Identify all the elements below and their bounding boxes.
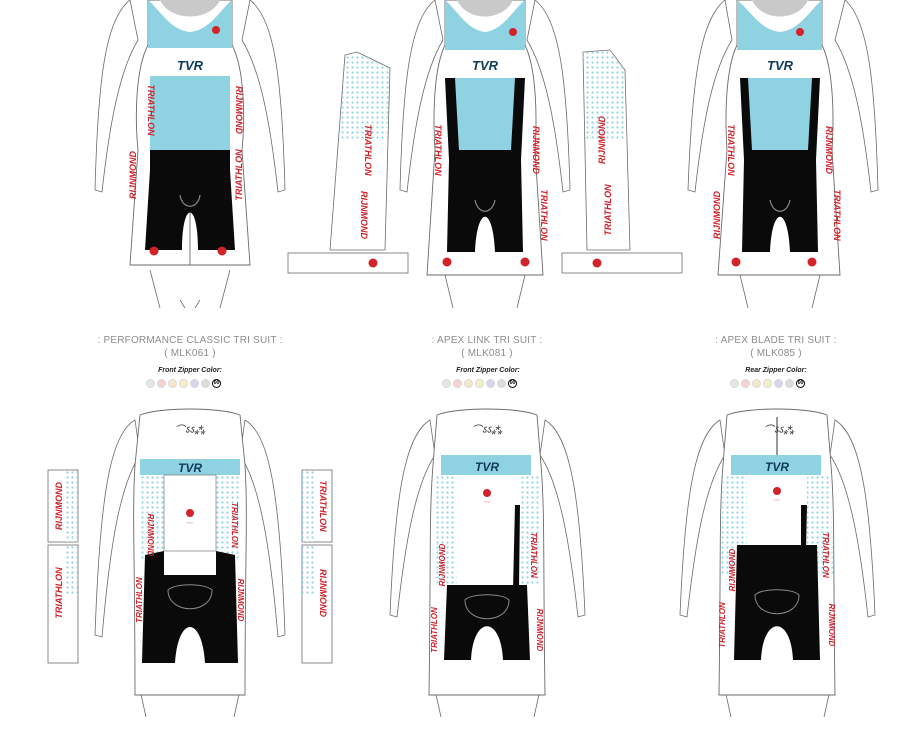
svg-text:RIJNMOND: RIJNMOND (712, 191, 722, 240)
svg-text:⌁⌁⌁: ⌁⌁⌁ (774, 498, 781, 502)
svg-text:⌁⌁⌁: ⌁⌁⌁ (484, 500, 491, 504)
swim-bike-run-icon: ⌒ऽऽ⁂ (175, 424, 206, 436)
zipper-swatch-6[interactable] (201, 379, 210, 388)
svg-text:TRIATHLON: TRIATHLON (234, 149, 244, 201)
tvr-logo: TVR (177, 58, 204, 73)
zipper-swatch-1[interactable] (146, 379, 155, 388)
zipper-swatch-4[interactable] (475, 379, 484, 388)
svg-text:TRIATHLON: TRIATHLON (529, 532, 538, 578)
zipper-color-swatches-blade: 00 (730, 379, 805, 388)
zipper-swatch-5[interactable] (486, 379, 495, 388)
svg-text:TVR: TVR (765, 460, 789, 474)
svg-text:RIJNMOND: RIJNMOND (359, 191, 369, 240)
product-caption-link: : APEX LINK TRI SUIT : ( MLK081 ) (387, 334, 587, 360)
zipper-swatch-5[interactable] (774, 379, 783, 388)
zipper-swatch-selected[interactable]: 00 (212, 379, 221, 388)
product-title: : APEX BLADE TRI SUIT : (715, 335, 837, 346)
svg-text:RIJNMOND: RIJNMOND (146, 514, 155, 557)
suit-classic-back-view: RIJNMOND TRIATHLON TRIATHLON RIJNMOND ⌒ऽ… (47, 408, 333, 718)
zipper-swatch-6[interactable] (785, 379, 794, 388)
product-caption-blade: : APEX BLADE TRI SUIT : ( MLK085 ) (676, 334, 876, 360)
product-title: : PERFORMANCE CLASSIC TRI SUIT : (97, 335, 283, 346)
svg-text:TRIATHLON: TRIATHLON (726, 124, 736, 176)
svg-text:RIJNMOND: RIJNMOND (54, 482, 64, 531)
zipper-color-label: Rear Zipper Color: (745, 367, 807, 374)
svg-text:TVR: TVR (767, 58, 794, 73)
svg-text:TRIATHLON: TRIATHLON (135, 577, 144, 623)
zipper-swatch-4[interactable] (179, 379, 188, 388)
zipper-color-swatches-link: 00 (442, 379, 517, 388)
svg-text:TRIATHLON: TRIATHLON (318, 480, 328, 532)
zipper-swatch-2[interactable] (453, 379, 462, 388)
suit-link-front-view: TRIATHLON RIJNMOND RIJNMOND TRIATHLON TV… (287, 0, 683, 309)
zipper-swatch-3[interactable] (752, 379, 761, 388)
svg-text:RIJNMOND: RIJNMOND (236, 579, 245, 622)
zipper-swatch-4[interactable] (763, 379, 772, 388)
svg-text:RIJNMOND: RIJNMOND (827, 604, 836, 647)
zipper-swatch-5[interactable] (190, 379, 199, 388)
svg-text:TRIATHLON: TRIATHLON (146, 84, 156, 136)
product-title: : APEX LINK TRI SUIT : (431, 335, 543, 346)
svg-text:TRIATHLON: TRIATHLON (430, 607, 439, 653)
svg-text:TRIATHLON: TRIATHLON (539, 189, 549, 241)
svg-text:TRIATHLON: TRIATHLON (433, 124, 443, 176)
product-code: ( MLK085 ) (750, 348, 802, 359)
zipper-swatch-3[interactable] (464, 379, 473, 388)
product-caption-classic: : PERFORMANCE CLASSIC TRI SUIT : ( MLK06… (90, 334, 290, 360)
zipper-swatch-selected[interactable]: 00 (508, 379, 517, 388)
swim-bike-run-icon: ⌒ऽऽ⁂ (764, 424, 795, 436)
zipper-swatch-3[interactable] (168, 379, 177, 388)
svg-text:RIJNMOND: RIJNMOND (234, 86, 244, 135)
svg-text:TRIATHLON: TRIATHLON (54, 567, 64, 619)
suit-blade-back-view: ⌒ऽऽ⁂ TVR ⌁⌁⌁ RIJNMOND TRIATHLON TRIATHLO… (679, 408, 876, 718)
suit-link-back-view: ⌒ऽऽ⁂ TVR ⌁⌁⌁ RIJNMOND TRIATHLON TRIATHLO… (389, 408, 586, 718)
zipper-swatch-1[interactable] (730, 379, 739, 388)
svg-text:RIJNMOND: RIJNMOND (728, 548, 737, 591)
zipper-color-label: Front Zipper Color: (456, 367, 520, 374)
svg-text:TVR: TVR (472, 58, 499, 73)
svg-text:RIJNMOND: RIJNMOND (597, 116, 607, 165)
zipper-swatch-2[interactable] (741, 379, 750, 388)
zipper-color-swatches-classic: 00 (146, 379, 221, 388)
zipper-swatch-selected[interactable]: 00 (796, 379, 805, 388)
svg-text:TRIATHLON: TRIATHLON (718, 602, 727, 648)
svg-text:RIJNMOND: RIJNMOND (824, 126, 834, 175)
svg-text:TRIATHLON: TRIATHLON (603, 184, 613, 236)
product-code: ( MLK061 ) (164, 348, 216, 359)
zipper-color-label: Front Zipper Color: (158, 367, 222, 374)
svg-text:TVR: TVR (178, 461, 202, 475)
svg-text:RIJNMOND: RIJNMOND (318, 569, 328, 618)
svg-text:TRIATHLON: TRIATHLON (821, 532, 830, 578)
svg-text:RIJNMOND: RIJNMOND (128, 151, 138, 200)
svg-text:TVR: TVR (475, 460, 499, 474)
product-code: ( MLK081 ) (461, 348, 513, 359)
svg-text:TRIATHLON: TRIATHLON (363, 124, 373, 176)
svg-text:TRIATHLON: TRIATHLON (230, 502, 239, 548)
svg-text:RIJNMOND: RIJNMOND (531, 126, 541, 175)
zipper-swatch-6[interactable] (497, 379, 506, 388)
swim-bike-run-icon: ⌒ऽऽ⁂ (472, 424, 503, 436)
suit-classic-front-view: TVR TRIATHLON RIJNMOND RIJNMOND TRIATHLO… (94, 0, 286, 309)
zipper-swatch-2[interactable] (157, 379, 166, 388)
suit-blade-front-view: TVR TRIATHLON RIJNMOND RIJNMOND TRIATHLO… (687, 0, 879, 309)
svg-text:TRIATHLON: TRIATHLON (832, 189, 842, 241)
svg-text:RIJNMOND: RIJNMOND (438, 543, 447, 586)
zipper-swatch-1[interactable] (442, 379, 451, 388)
svg-text:RIJNMOND: RIJNMOND (535, 609, 544, 652)
svg-text:⌁⌁⌁: ⌁⌁⌁ (187, 521, 194, 525)
